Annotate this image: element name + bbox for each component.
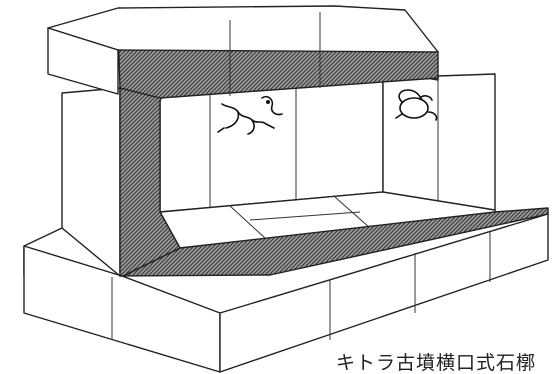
figure-caption: キトラ古墳横口式石槨	[336, 352, 537, 374]
base-platform	[23, 213, 549, 373]
ceiling-lid	[47, 5, 439, 99]
tortoise-mural-icon	[395, 89, 438, 121]
dragon-mural-icon	[217, 95, 283, 135]
